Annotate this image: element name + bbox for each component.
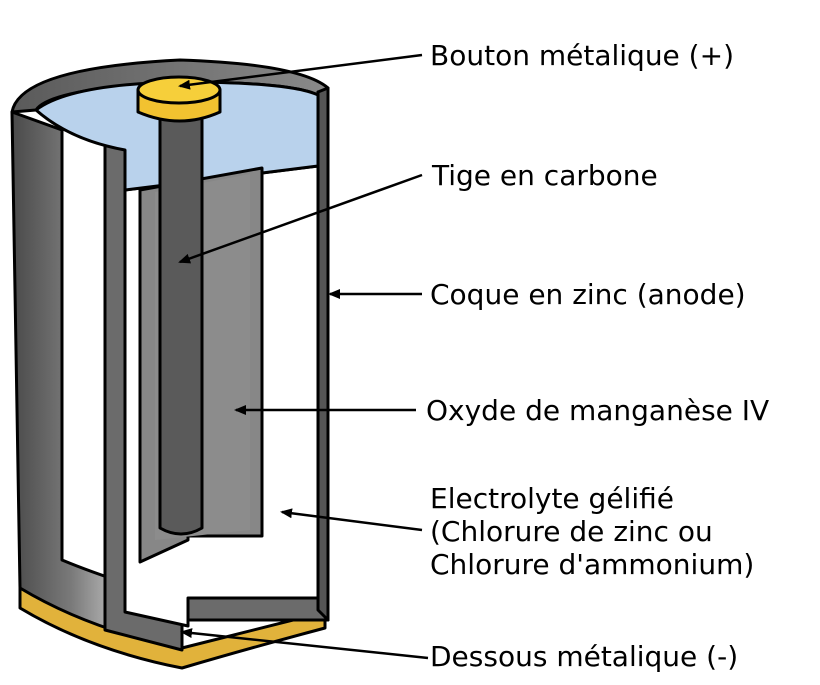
label-metal-bottom: Dessous métalique (-) — [430, 640, 738, 673]
leader-rod — [178, 173, 423, 264]
leader-electrolyte — [280, 508, 423, 532]
leader-bottom — [180, 628, 429, 660]
label-electrolyte-line2: (Chlorure de zinc ou — [430, 515, 713, 548]
label-manganese-oxide: Oxyde de manganèse IV — [426, 394, 769, 427]
label-carbon-rod: Tige en carbone — [431, 159, 658, 192]
metal-button-top — [136, 75, 222, 105]
label-zinc-shell: Coque en zinc (anode) — [430, 278, 746, 311]
label-electrolyte-line3: Chlorure d'ammonium) — [430, 548, 754, 581]
metal-bottom — [18, 586, 327, 670]
label-metal-button: Bouton métalique (+) — [430, 39, 734, 72]
carbon-rod — [158, 110, 204, 536]
label-electrolyte-line1: Electrolyte gélifié — [430, 482, 674, 515]
leader-button — [178, 53, 423, 90]
